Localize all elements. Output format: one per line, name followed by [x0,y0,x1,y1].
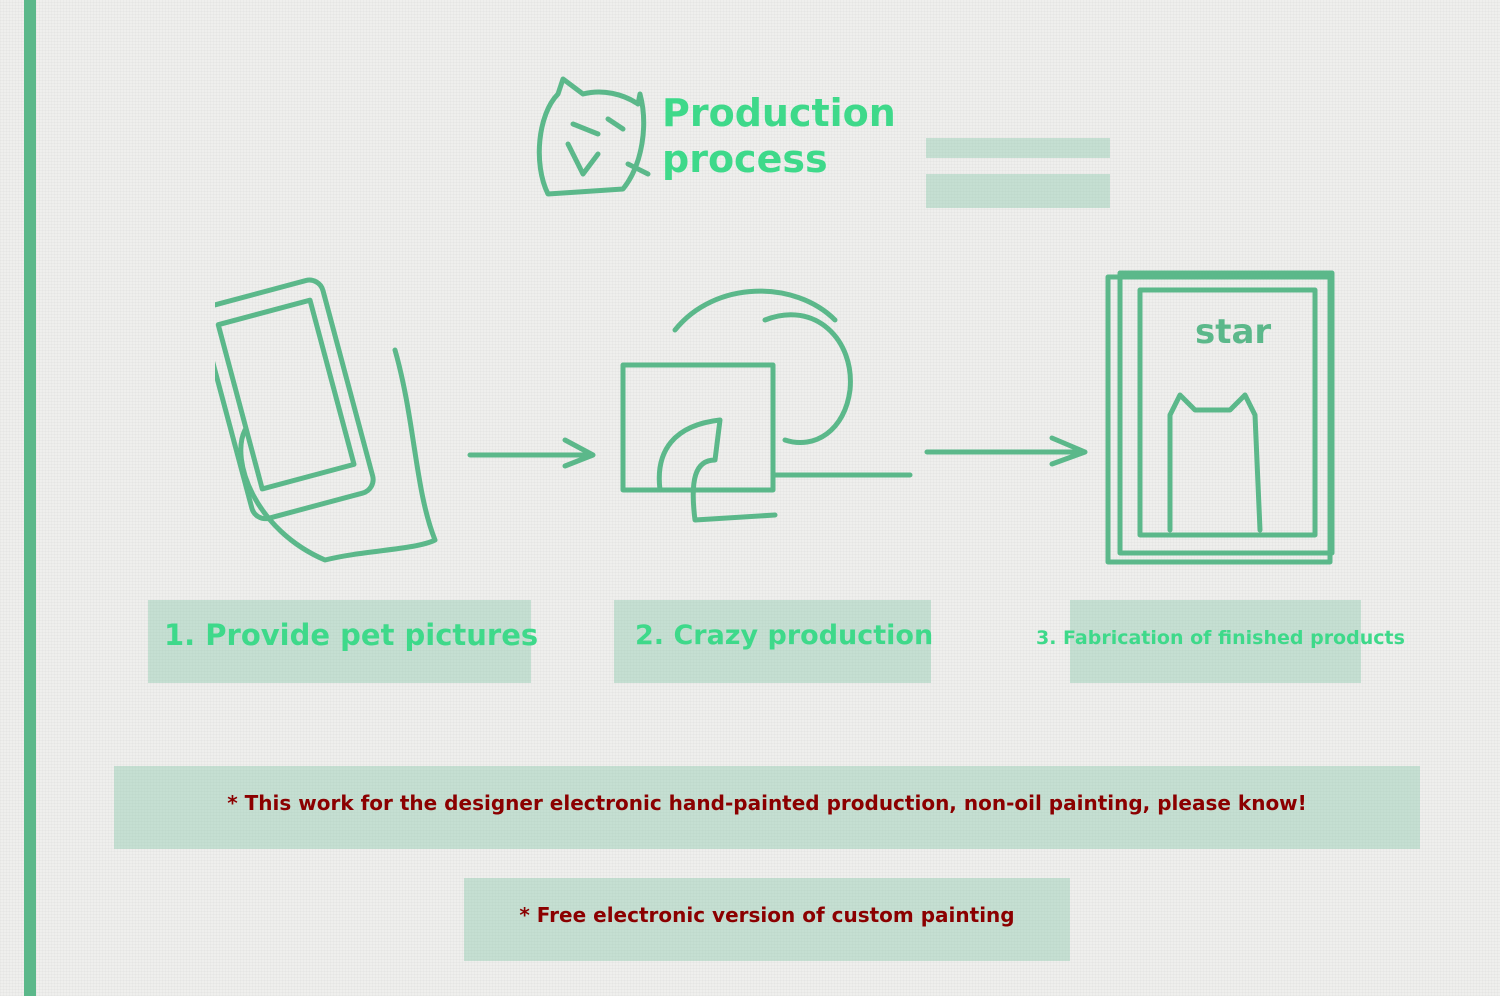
note-1-tape [114,766,1420,849]
arrow-right-icon [467,437,596,469]
step-1-tape [148,600,531,683]
note-2-tape [464,878,1070,961]
step-3-tape [1070,600,1361,683]
cat-mascot-icon [536,76,651,197]
frame-text: star [1195,312,1271,352]
framed-portrait-illustration: star [1105,270,1335,565]
decorative-tape [926,138,1110,158]
disclaimer-note: * This work for the designer electronic … [227,791,1307,815]
title-line-2: process [662,137,828,181]
title-line-1: Production [662,91,896,135]
phone-with-cat-illustration [215,277,438,563]
step-3-label: 3. Fabrication of finished products [1036,627,1405,649]
page-title: Production process [662,90,896,182]
left-accent-bar [24,0,36,996]
artist-at-computer-illustration [620,288,913,523]
step-2-label: 2. Crazy production [635,620,934,651]
arrow-right-icon [924,435,1088,467]
free-version-note: * Free electronic version of custom pain… [519,903,1015,927]
step-2-tape [614,600,931,683]
decorative-tape [926,174,1110,208]
step-1-label: 1. Provide pet pictures [164,618,539,652]
